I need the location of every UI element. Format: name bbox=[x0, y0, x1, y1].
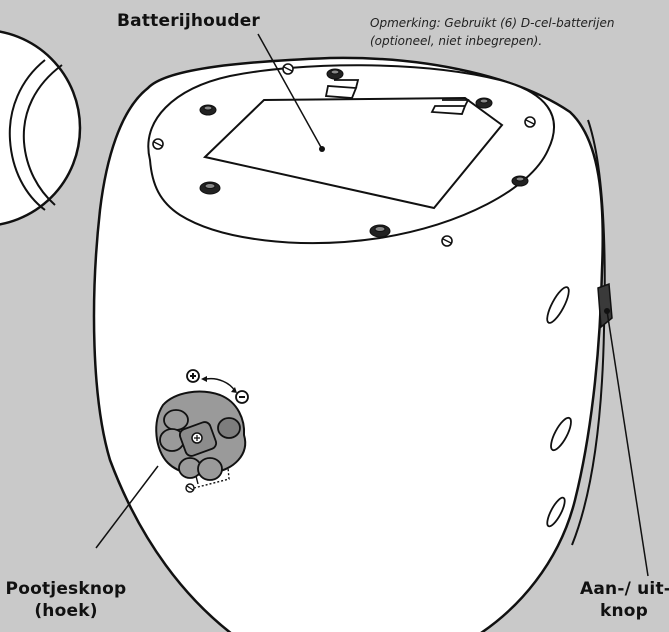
power-switch-label-line1: Aan-/ uit- bbox=[580, 578, 668, 600]
power-switch bbox=[598, 284, 612, 327]
screw-1 bbox=[283, 64, 293, 74]
battery-note-line1: Opmerking: Gebruikt (6) D-cel-batterijen bbox=[370, 14, 668, 32]
foot-2 bbox=[476, 98, 492, 108]
battery-note: Opmerking: Gebruikt (6) D-cel-batterijen… bbox=[370, 14, 668, 50]
battery-note-line2: (optioneel, niet inbegrepen). bbox=[370, 32, 668, 50]
leg-knob-label-line1: Pootjesknop bbox=[4, 578, 128, 600]
screw-2 bbox=[525, 117, 535, 127]
plus-symbol-icon bbox=[187, 370, 199, 382]
power-switch-label-line2: knop bbox=[580, 600, 668, 622]
foot-4 bbox=[200, 182, 220, 194]
foot-1 bbox=[327, 69, 343, 79]
battery-holder-label: Batterijhouder bbox=[117, 11, 260, 31]
screw-3 bbox=[153, 139, 163, 149]
foot-6 bbox=[370, 225, 390, 237]
leg-knob-label-line2: (hoek) bbox=[4, 600, 128, 622]
screw-4 bbox=[442, 236, 452, 246]
power-switch-label: Aan-/ uit- knop bbox=[580, 578, 668, 622]
leg-knob-label: Pootjesknop (hoek) bbox=[4, 578, 128, 622]
foot-5 bbox=[512, 176, 528, 186]
foot-3 bbox=[200, 105, 216, 115]
minus-symbol-icon bbox=[236, 391, 248, 403]
